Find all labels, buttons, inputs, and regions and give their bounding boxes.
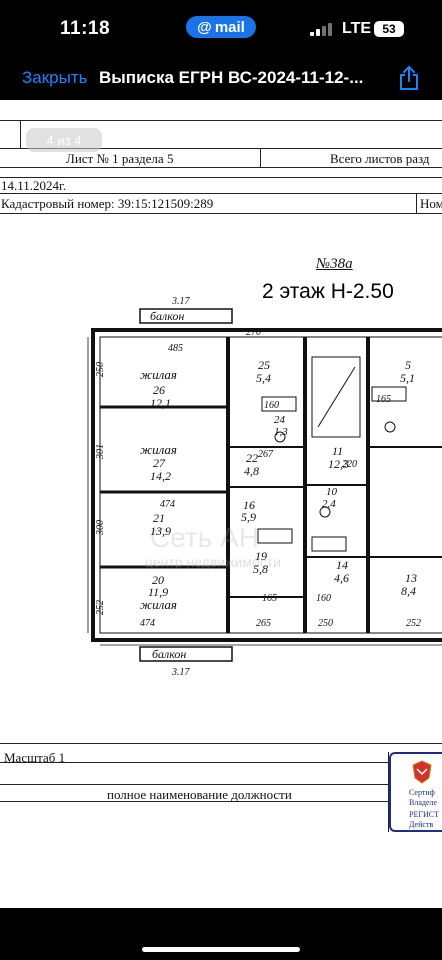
svg-text:11: 11	[332, 444, 343, 458]
share-icon[interactable]	[398, 65, 420, 91]
plan-number: №38а	[316, 256, 353, 272]
svg-text:160: 160	[264, 400, 279, 411]
close-button[interactable]: Закрыть	[22, 68, 88, 87]
svg-text:165: 165	[262, 593, 277, 604]
status-bar: 11:18 @ mail LTE 53	[0, 0, 442, 60]
signal-icon	[310, 22, 336, 36]
balcony-bottom-label: балкон	[152, 647, 186, 661]
emblem-icon	[412, 760, 432, 784]
svg-text:301: 301	[95, 444, 106, 460]
svg-text:265: 265	[256, 618, 271, 629]
number-cell: Ном	[420, 196, 442, 211]
position-label: полное наименование должности	[107, 787, 292, 802]
svg-text:22: 22	[246, 451, 258, 465]
svg-text:14: 14	[336, 558, 348, 572]
svg-text:25: 25	[258, 358, 270, 372]
svg-text:220: 220	[342, 459, 357, 470]
svg-text:жилая: жилая	[140, 367, 177, 382]
stamp-line-3: РЕГИСТ	[409, 810, 439, 819]
extract-date: 14.11.2024г.	[1, 178, 67, 193]
svg-text:252: 252	[95, 600, 106, 615]
bottom-bar	[0, 908, 442, 960]
total-sheets-label: Всего листов разд	[330, 151, 430, 166]
digital-signature-stamp: Сертиф Владеле РЕГИСТ Действ	[389, 752, 442, 832]
svg-text:4,8: 4,8	[244, 464, 259, 478]
svg-text:14,2: 14,2	[150, 469, 171, 483]
stamp-line-1: Сертиф	[409, 788, 435, 797]
svg-text:26: 26	[153, 383, 165, 397]
svg-text:474: 474	[140, 618, 155, 629]
svg-text:12,3: 12,3	[328, 457, 349, 471]
svg-text:300: 300	[95, 520, 106, 536]
svg-text:жилая: жилая	[140, 442, 177, 457]
document-viewer[interactable]: 4 из 4 Лист № 1 раздела 5 Всего листов р…	[0, 100, 442, 908]
svg-text:270: 270	[246, 327, 261, 338]
svg-text:19: 19	[255, 549, 267, 563]
svg-text:250: 250	[95, 362, 106, 377]
network-label: LTE	[342, 20, 372, 37]
svg-text:2,4: 2,4	[322, 498, 336, 510]
status-time: 11:18	[60, 18, 111, 39]
svg-text:5: 5	[405, 358, 411, 372]
svg-text:13: 13	[405, 571, 417, 585]
mail-return-pill[interactable]: @ mail	[186, 16, 256, 38]
svg-text:5,1: 5,1	[400, 371, 415, 385]
svg-text:20: 20	[152, 573, 164, 587]
svg-text:16: 16	[243, 498, 255, 512]
document-title: Выписка ЕГРН ВС-2024-11-12-...	[99, 68, 364, 87]
svg-text:5,8: 5,8	[253, 562, 268, 576]
floor-plan-drawing: Сеть АН центр недвижимости балкон балкон…	[87, 296, 442, 678]
svg-text:жилая: жилая	[140, 597, 177, 612]
floor-plan: Сеть АН центр недвижимости балкон балкон…	[0, 217, 442, 737]
svg-text:11,9: 11,9	[148, 585, 168, 599]
svg-text:8,4: 8,4	[401, 584, 416, 598]
dim-bottom: 3.17	[171, 667, 191, 678]
svg-text:4,6: 4,6	[334, 571, 349, 585]
svg-text:252: 252	[406, 618, 421, 629]
svg-text:165: 165	[376, 394, 391, 405]
svg-text:центр недвижимости: центр недвижимости	[145, 554, 281, 570]
battery-level: 53	[382, 22, 396, 36]
page-indicator: 4 из 4	[26, 128, 102, 152]
svg-text:Сеть АН: Сеть АН	[150, 522, 259, 553]
navigation-bar: Закрыть Выписка ЕГРН ВС-2024-11-12-...	[0, 60, 442, 100]
battery-icon: 53	[374, 21, 404, 37]
svg-text:485: 485	[168, 343, 183, 354]
cadastral-number: Кадастровый номер: 39:15:121509:289	[1, 196, 214, 211]
svg-text:27: 27	[153, 456, 166, 470]
svg-text:10: 10	[326, 486, 338, 498]
svg-text:5,4: 5,4	[256, 371, 271, 385]
dim-top: 3.17	[171, 296, 191, 307]
svg-text:13,9: 13,9	[150, 524, 171, 538]
at-icon: @	[197, 18, 212, 36]
sheet-label: Лист № 1 раздела 5	[66, 151, 174, 166]
svg-text:267: 267	[258, 449, 274, 460]
svg-text:5,9: 5,9	[241, 510, 256, 524]
scale-label: Масштаб 1	[4, 750, 66, 765]
svg-text:250: 250	[318, 618, 333, 629]
mail-pill-label: mail	[214, 18, 245, 36]
balcony-top-label: балкон	[150, 309, 184, 323]
svg-text:12,1: 12,1	[150, 396, 171, 410]
floor-title: 2 этаж Н-2.50	[262, 280, 394, 303]
stamp-line-4: Действ	[409, 820, 434, 829]
home-indicator[interactable]	[142, 947, 300, 952]
svg-text:21: 21	[153, 511, 165, 525]
svg-text:24: 24	[274, 414, 286, 426]
svg-text:474: 474	[160, 499, 175, 510]
stamp-line-2: Владеле	[409, 798, 438, 807]
svg-text:1,3: 1,3	[274, 426, 288, 438]
svg-text:160: 160	[316, 593, 331, 604]
